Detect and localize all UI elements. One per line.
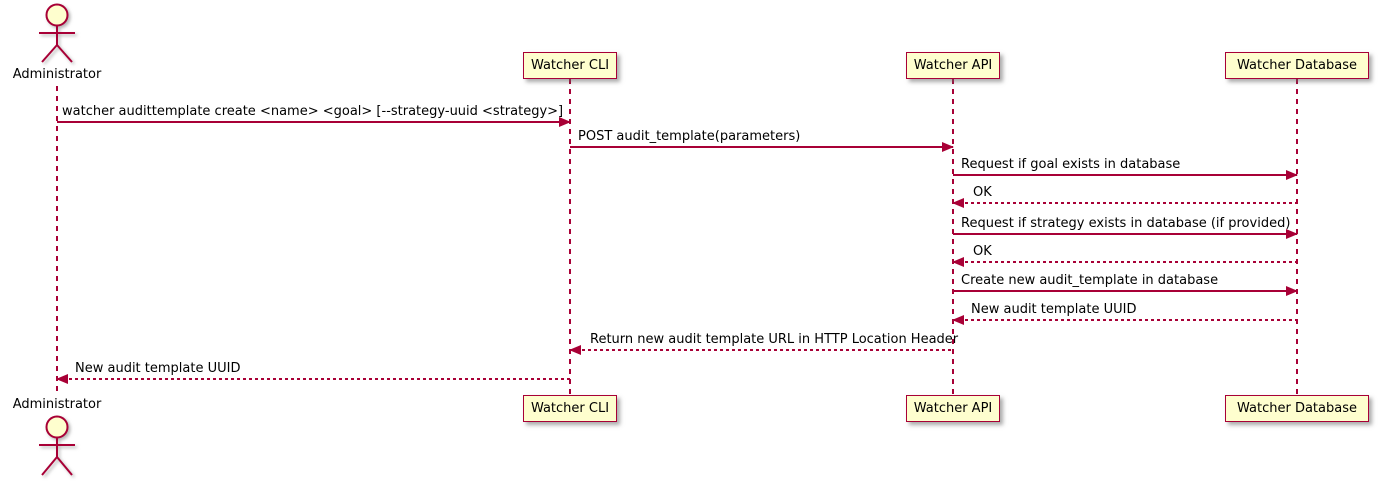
participant-label: Watcher CLI <box>530 58 610 73</box>
message-line <box>569 344 953 355</box>
message-label: New audit template UUID <box>75 361 241 376</box>
lifeline-watcher-cli <box>569 79 571 395</box>
message-label: Request if strategy exists in database (… <box>961 216 1291 231</box>
message-label: OK <box>973 185 992 200</box>
arrowhead-icon <box>952 256 964 267</box>
administrator-stick-figure-icon <box>39 3 75 63</box>
arrowhead-icon <box>56 373 68 384</box>
message-label: watcher audittemplate create <name> <goa… <box>62 104 564 119</box>
administrator-stick-figure-icon <box>39 415 75 476</box>
participant-watcher-cli-bottom: Watcher CLI <box>523 395 617 422</box>
participant-watcher-api-top: Watcher API <box>906 52 1000 79</box>
message-line <box>56 373 570 384</box>
message-line <box>952 314 1297 325</box>
message-line <box>952 256 1297 267</box>
participant-label: Watcher Database <box>1237 58 1357 73</box>
message-label: New audit template UUID <box>971 302 1137 317</box>
participant-watcher-database-bottom: Watcher Database <box>1225 395 1369 422</box>
arrowhead-icon <box>942 141 954 152</box>
participant-label: Watcher Database <box>1237 401 1357 416</box>
lifeline-administrator <box>56 86 58 396</box>
lifeline-watcher-api <box>952 79 954 395</box>
participant-watcher-api-bottom: Watcher API <box>906 395 1000 422</box>
participant-watcher-cli-top: Watcher CLI <box>523 52 617 79</box>
arrowhead-icon <box>569 344 581 355</box>
actor-label-administrator-bottom: Administrator <box>12 397 102 412</box>
arrowhead-icon <box>1286 169 1298 180</box>
message-line <box>953 285 1298 296</box>
arrowhead-icon <box>1286 228 1298 239</box>
participant-label: Watcher API <box>913 401 993 416</box>
actor-label-administrator-top: Administrator <box>12 67 102 82</box>
participant-label: Watcher CLI <box>530 401 610 416</box>
message-line <box>953 169 1298 180</box>
participant-label: Watcher API <box>913 58 993 73</box>
message-line <box>953 228 1298 239</box>
message-line <box>570 141 954 152</box>
message-label: Request if goal exists in database <box>961 157 1181 172</box>
message-line <box>952 197 1297 208</box>
arrowhead-icon <box>1286 285 1298 296</box>
message-label: OK <box>973 244 992 259</box>
message-label: Create new audit_template in database <box>961 273 1219 288</box>
message-line <box>57 116 571 127</box>
arrowhead-icon <box>952 197 964 208</box>
participant-watcher-database-top: Watcher Database <box>1225 52 1369 79</box>
message-label: POST audit_template(parameters) <box>578 129 801 144</box>
arrowhead-icon <box>952 314 964 325</box>
message-label: Return new audit template URL in HTTP Lo… <box>590 332 959 347</box>
arrowhead-icon <box>559 116 571 127</box>
